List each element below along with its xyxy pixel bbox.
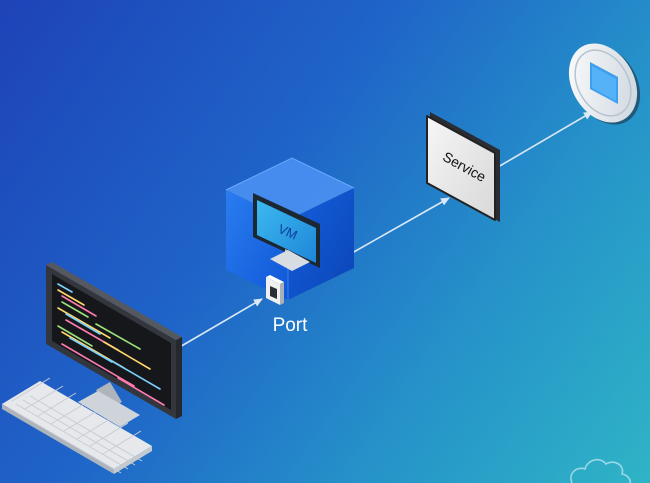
target-endpoint-icon (568, 43, 641, 125)
port-icon (266, 275, 284, 305)
arrow-service-to-target (497, 111, 593, 168)
code-lines (57, 283, 165, 406)
service-card-icon: Service (426, 112, 500, 222)
vm-cube-icon: VM (225, 157, 355, 305)
arrow-computer-to-port (177, 298, 263, 349)
vm-label: VM (276, 221, 300, 243)
arrow-vm-to-service (351, 197, 450, 254)
keyboard-icon (2, 377, 152, 474)
vm-monitor-icon: VM (253, 193, 320, 271)
port-label: Port (273, 315, 309, 336)
cloud-logo-icon (570, 458, 631, 483)
computer-icon (2, 262, 182, 474)
